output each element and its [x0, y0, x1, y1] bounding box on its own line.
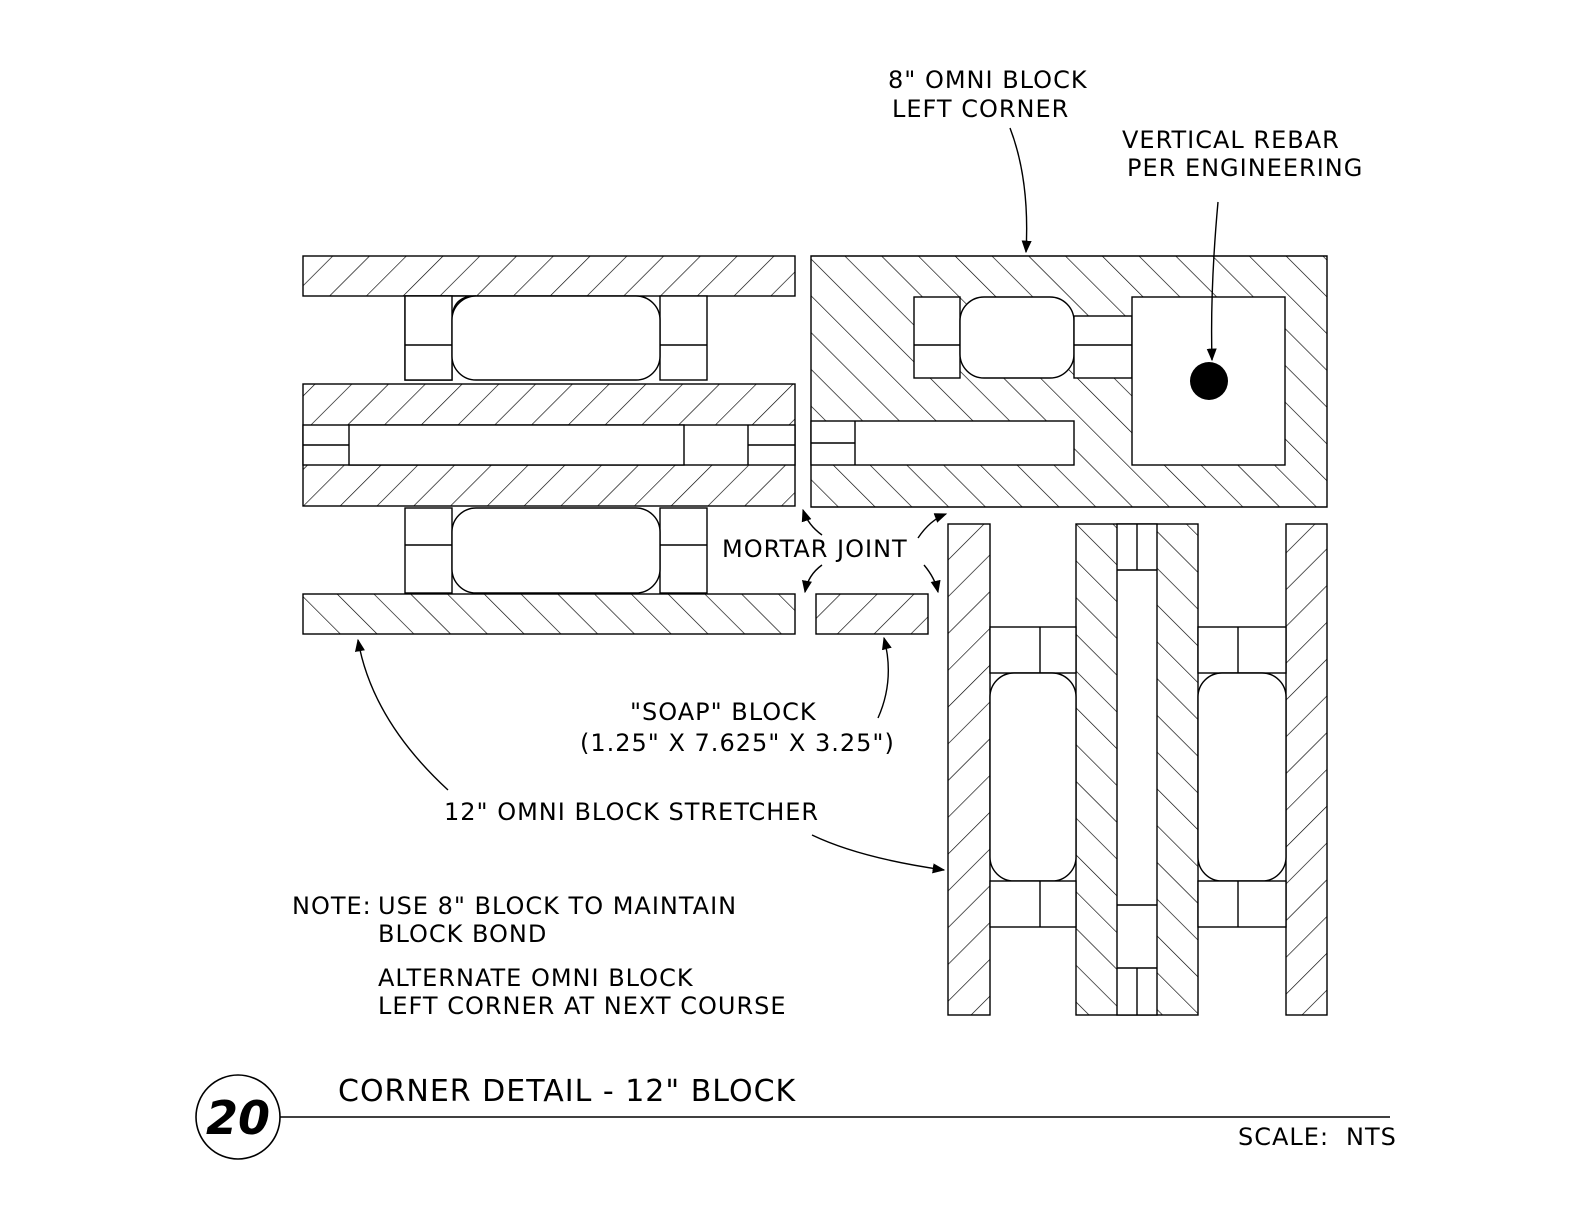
rebar-icon	[1190, 362, 1228, 400]
soap-block-label-line2: (1.25" X 7.625" X 3.25")	[580, 729, 895, 757]
note-line2: BLOCK BOND	[378, 920, 547, 948]
note-prefix: NOTE:	[292, 892, 372, 920]
rebar-label-line1: VERTICAL REBAR	[1122, 126, 1340, 154]
scale-value: NTS	[1346, 1123, 1397, 1151]
stretcher-label: 12" OMNI BLOCK STRETCHER	[444, 798, 819, 826]
vertical-stretcher-block	[947, 523, 1328, 1016]
omni-left-corner-block	[810, 255, 1328, 508]
mortar-joint-label: MORTAR JOINT	[722, 535, 908, 563]
omni-8-label-line2: LEFT CORNER	[892, 95, 1069, 123]
detail-title: CORNER DETAIL - 12" BLOCK	[338, 1074, 797, 1109]
soap-block	[815, 593, 929, 635]
title-block: 20 CORNER DETAIL - 12" BLOCK SCALE: NTS	[195, 1074, 1397, 1160]
note-line3: ALTERNATE OMNI BLOCK	[378, 964, 694, 992]
scale-label: SCALE:	[1238, 1123, 1329, 1151]
note-line1: USE 8" BLOCK TO MAINTAIN	[378, 892, 737, 920]
rebar-label-line2: PER ENGINEERING	[1127, 154, 1363, 182]
note-line4: LEFT CORNER AT NEXT COURSE	[378, 992, 787, 1020]
omni-8-label-line1: 8" OMNI BLOCK	[888, 66, 1088, 94]
left-stretcher-block	[302, 255, 796, 635]
soap-block-label-line1: "SOAP" BLOCK	[630, 698, 817, 726]
detail-number: 20	[206, 1091, 270, 1145]
